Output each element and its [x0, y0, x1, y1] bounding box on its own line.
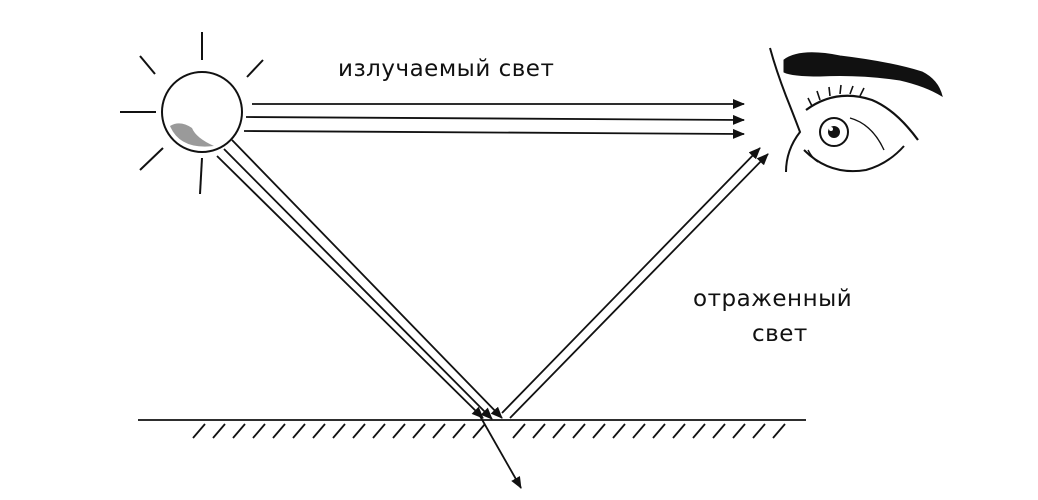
- refracted-ray: [479, 415, 522, 489]
- eye-icon: [769, 47, 943, 173]
- emitted-rays: [243, 99, 745, 139]
- incident-rays: [216, 139, 503, 420]
- reflected-rays: [501, 147, 769, 419]
- emitted-light-label: излучаемый свет: [338, 56, 555, 82]
- reflected-light-label-line1: отраженный: [693, 286, 853, 312]
- hatched-surface: [138, 419, 806, 439]
- sun-icon: [120, 32, 264, 195]
- reflected-light-label-line2: свет: [752, 321, 808, 347]
